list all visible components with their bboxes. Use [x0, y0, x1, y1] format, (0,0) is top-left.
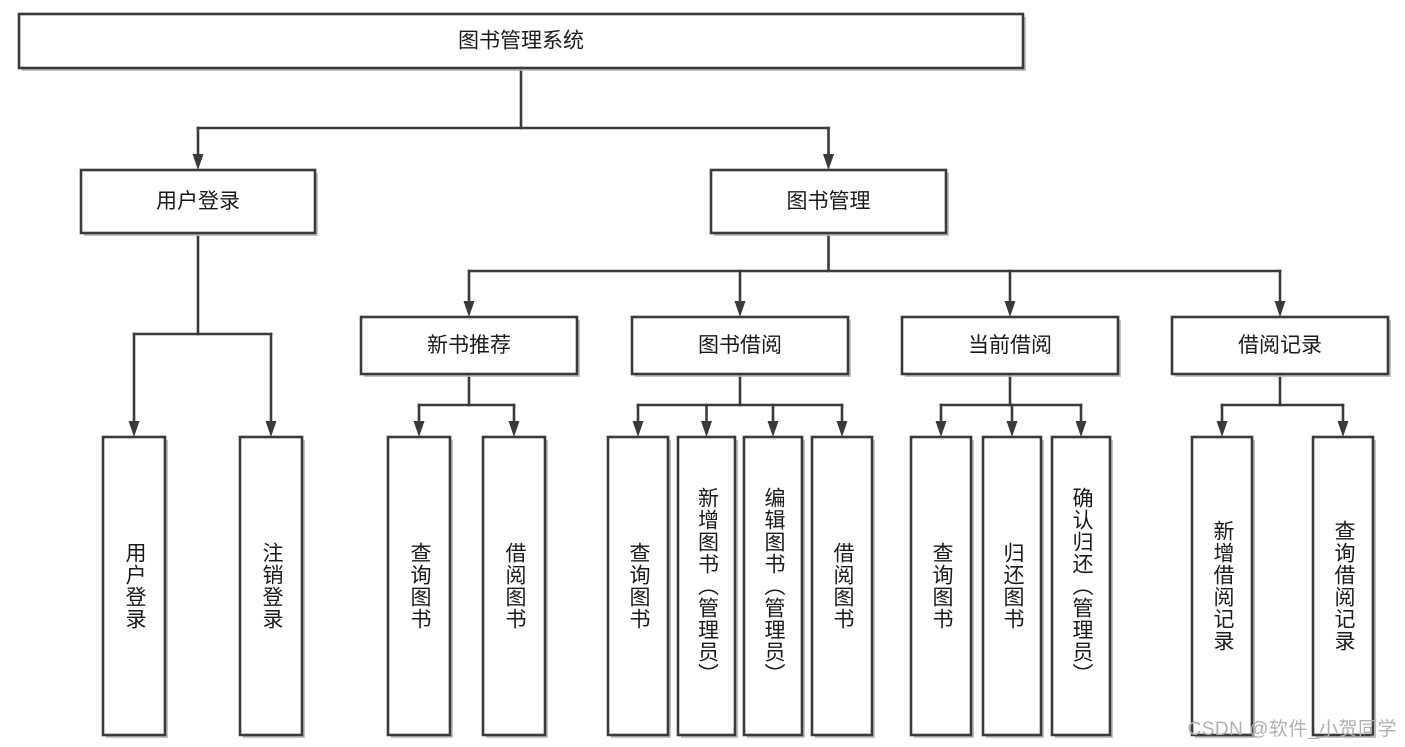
edge-group-borrow_record [1216, 372, 1349, 437]
edges-layer [128, 66, 1349, 437]
node-label-root: 图书管理系统 [458, 30, 584, 53]
node-label-current_borrow: 当前借阅 [968, 334, 1052, 357]
edge-group-book_borrow [632, 372, 848, 437]
node-box-leaf_bb_query[interactable] [606, 435, 670, 737]
edge-group-new_book_rec [413, 372, 520, 437]
node-label-borrow_record: 借阅记录 [1238, 334, 1322, 357]
node-label-book_borrow: 图书借阅 [698, 334, 782, 357]
node-box-new_book_rec[interactable] [359, 315, 579, 376]
boxes-layer [17, 12, 1391, 738]
node-label-user_login: 用户登录 [156, 190, 240, 213]
node-box-book_borrow[interactable] [630, 315, 850, 376]
node-box-root[interactable] [17, 12, 1025, 70]
node-box-borrow_record[interactable] [1170, 315, 1390, 376]
edge-group-book_manage [463, 231, 1286, 317]
node-box-leaf_bb_edit[interactable] [742, 435, 804, 737]
edge-group-root [192, 66, 834, 170]
node-box-leaf_cb_return[interactable] [981, 435, 1043, 737]
node-box-leaf_bb_borrow[interactable] [810, 435, 874, 737]
node-box-leaf_br_add[interactable] [1190, 435, 1254, 737]
node-box-leaf_user_logout[interactable] [238, 435, 304, 737]
node-box-leaf_rec_borrow[interactable] [481, 435, 547, 737]
node-box-leaf_cb_confirm[interactable] [1050, 435, 1112, 737]
node-box-current_borrow[interactable] [900, 315, 1120, 376]
node-box-book_manage[interactable] [709, 168, 948, 235]
node-box-leaf_user_login[interactable] [101, 435, 167, 737]
node-box-user_login[interactable] [79, 168, 317, 235]
node-label-book_manage: 图书管理 [787, 190, 871, 213]
csdn-watermark: CSDN @软件_小贺同学 [1187, 719, 1397, 740]
node-box-leaf_cb_query[interactable] [909, 435, 973, 737]
edge-group-user_login [128, 231, 277, 437]
node-box-leaf_rec_query[interactable] [386, 435, 452, 737]
node-box-leaf_bb_add[interactable] [676, 435, 737, 737]
edge-group-current_borrow [935, 372, 1087, 437]
node-box-leaf_br_query[interactable] [1311, 435, 1375, 737]
node-label-new_book_rec: 新书推荐 [427, 334, 511, 357]
